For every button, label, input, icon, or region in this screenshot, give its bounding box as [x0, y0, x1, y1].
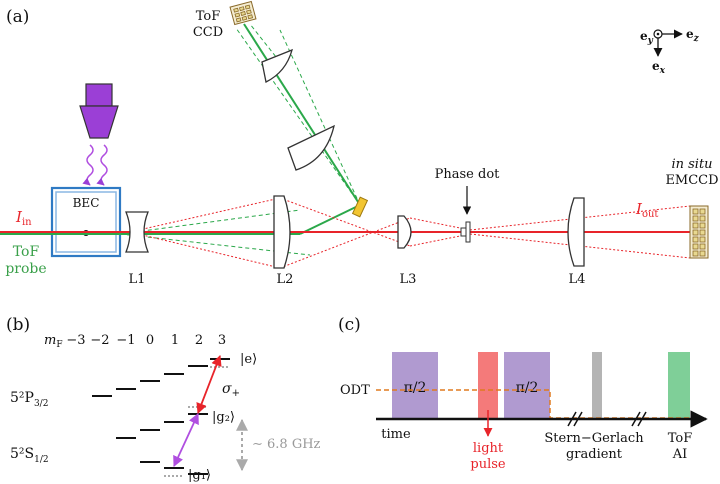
stern-gerlach-label-2: gradient [566, 447, 623, 462]
panel-c-tag: (c) [338, 315, 361, 335]
time-label: time [381, 427, 411, 442]
state-p32-label: 5²P3/2 [10, 390, 48, 409]
tof-probe-beam [0, 23, 361, 256]
axis-ez: ez [686, 27, 700, 44]
imaging-beam [0, 197, 691, 269]
s12-upper-levels [116, 413, 208, 439]
bec-label: BEC [73, 196, 100, 210]
emccd-camera [689, 205, 709, 259]
sigma-plus-transition [196, 354, 222, 415]
lens-label-l3: L3 [400, 272, 417, 287]
tof-probe-label-1: ToF [13, 244, 40, 260]
phase-dot-label: Phase dot [435, 167, 501, 182]
bec-cell: BEC [50, 186, 122, 258]
lens-label-l1: L1 [129, 272, 146, 287]
lens-l4 [567, 197, 585, 267]
sigma-plus-label: σ+ [222, 381, 240, 399]
axis-ey: ey [640, 29, 654, 46]
mf-value: −3 [66, 333, 85, 348]
panel-b: (b) mF −3 −2 −1 0 1 2 3 [6, 315, 321, 483]
panel-a-tag: (a) [6, 7, 29, 27]
mf-values: −3 −2 −1 0 1 2 3 [66, 333, 226, 348]
stern-gerlach-box [592, 352, 602, 418]
lens-label-l4: L4 [569, 272, 586, 287]
mf-label: mF [44, 333, 63, 350]
s12-lower-levels [140, 461, 208, 475]
stern-gerlach-label-1: Stern−Gerlach [544, 431, 644, 446]
lens-l3 [397, 215, 412, 249]
p32-levels [92, 358, 230, 397]
tof-ai-label-1: ToF [668, 431, 693, 446]
in-situ-label: in situ [671, 157, 712, 172]
tof-ai-label-2: AI [672, 447, 688, 462]
tof-ai-box [668, 352, 690, 418]
panel-c: (c) π/2 π/2 ODT time light pulse Stern−G… [338, 315, 708, 472]
pi2-pulse-1 [392, 352, 438, 418]
mf-value: 2 [195, 333, 203, 348]
state-s12-label: 5²S1/2 [10, 446, 49, 465]
light-pulse-label-1: light [473, 441, 504, 456]
axis-ex: ex [652, 59, 666, 76]
tof-ccd-camera [229, 0, 257, 26]
mf-value: −1 [116, 333, 135, 348]
lens-label-l2: L2 [277, 272, 294, 287]
panel-a: (a) BEC [0, 0, 719, 287]
ket-g2-label: |g₂⟩ [212, 410, 235, 425]
lens-l1 [125, 211, 149, 253]
tof-probe-label-2: probe [5, 261, 46, 277]
i-in-label: Iin [15, 208, 32, 228]
coordinate-axes [653, 29, 683, 57]
pi2-label-1: π/2 [404, 380, 427, 396]
lens-l2 [273, 195, 291, 269]
dichroic-mirror [351, 196, 369, 218]
mf-value: 0 [146, 333, 154, 348]
i-out-label: Iout [635, 200, 658, 220]
mf-value: 3 [218, 333, 226, 348]
ket-e-label: |e⟩ [240, 352, 257, 367]
tof-ccd-label-1: ToF [196, 9, 221, 24]
tof-lens-upper [261, 48, 293, 83]
light-pulse-label-2: pulse [470, 457, 506, 472]
pi2-label-2: π/2 [516, 380, 539, 396]
panel-b-tag: (b) [6, 315, 30, 335]
mf-value: −2 [90, 333, 109, 348]
tof-lens-lower [287, 124, 335, 171]
axis-break-marks [567, 411, 647, 427]
tof-probe-light-source [79, 83, 119, 186]
mf-value: 1 [171, 333, 179, 348]
tof-ccd-label-2: CCD [193, 25, 223, 40]
odt-label: ODT [340, 383, 370, 398]
ket-g1-label: |g₁⟩ [188, 468, 211, 483]
light-pulse-box [478, 352, 498, 418]
splitting-label: ∼ 6.8 GHz [252, 437, 321, 452]
pi2-pulse-2 [504, 352, 550, 418]
phase-dot-plate [460, 186, 472, 243]
emccd-label: EMCCD [665, 173, 718, 188]
raman-transition [173, 413, 199, 467]
